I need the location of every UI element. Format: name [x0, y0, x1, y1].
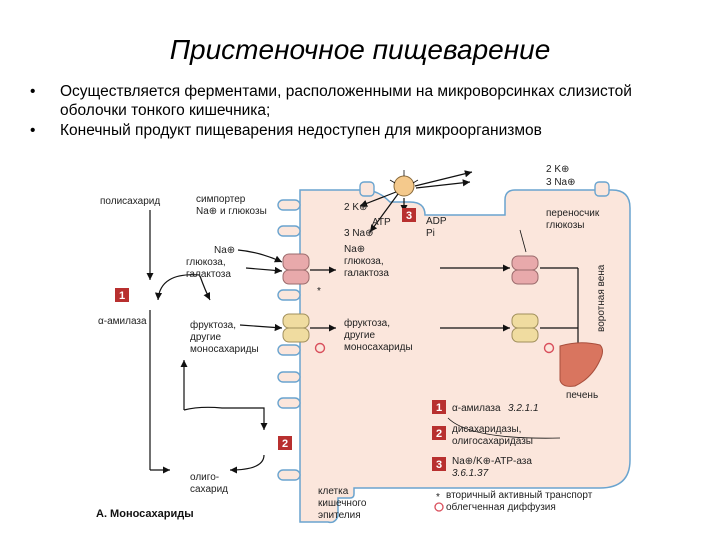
legend: 1 α-амилаза 3.2.1.1 2 дисахаридазы, олиг…: [432, 400, 593, 513]
label-symporter: симпортер: [196, 194, 246, 205]
epithelial-cell: [299, 189, 631, 524]
bullet-marker: •: [30, 83, 36, 100]
label-galactose-mid: галактоза: [344, 268, 389, 279]
bullet-marker: •: [30, 122, 36, 139]
label-na-out: 3 Na⊕: [546, 177, 576, 188]
glucose-symporter: [282, 253, 310, 285]
glucose-carrier-basolateral: [511, 255, 539, 285]
label-k-out: 2 K⊕: [546, 164, 569, 175]
microvilli: [277, 199, 301, 481]
bullet-text: Осуществляется ферментами, расположенным…: [60, 83, 632, 119]
label-alpha-amylase: α-амилаза: [98, 316, 147, 327]
bullet-item: • Конечный продукт пищеварения недоступе…: [30, 121, 690, 140]
label-secondary-star: *: [317, 286, 321, 297]
label-fructose-mid: фруктоза,: [344, 317, 390, 329]
label-liver: печень: [566, 390, 598, 401]
legend-badge: 3: [436, 459, 442, 471]
label-adp: ADP: [426, 216, 447, 227]
badge-disaccharidase: 2: [278, 436, 292, 450]
legend-circle-icon: [434, 502, 444, 512]
legend-badge: 1: [436, 402, 442, 414]
label-symporter-na-glucose: Na⊕ и глюкозы: [196, 206, 267, 217]
label-other-left: другие: [190, 332, 222, 343]
badge-number: 3: [406, 210, 412, 222]
legend-oligosaccharidases: олигосахаридазы: [452, 436, 533, 447]
label-monosaccharides-mid: моносахариды: [344, 342, 413, 353]
legend-disaccharidases: дисахаридазы,: [452, 424, 521, 435]
label-glucose-left: глюкоза,: [186, 257, 226, 268]
label-saccharide: сахарид: [190, 484, 228, 495]
label-portal-vein: воротная вена: [596, 264, 607, 332]
label-pi: Pi: [426, 228, 435, 239]
label-monosaccharides-left: моносахариды: [190, 344, 259, 355]
label-cell: клетка: [318, 486, 349, 497]
label-oligo: олиго-: [190, 472, 219, 483]
label-atp: ATP: [372, 217, 391, 228]
facilitated-diffusion-marks: [314, 342, 555, 354]
label-glucose-mid: глюкоза,: [344, 256, 384, 267]
legend-amylase: α-амилаза: [452, 403, 501, 414]
legend-secondary-transport: вторичный активный транспорт: [446, 490, 593, 501]
legend-facilitated-diffusion: облегченная диффузия: [446, 501, 556, 513]
label-fructose-left: фруктоза,: [190, 319, 236, 331]
caption-monosaccharides: А. Моносахариды: [96, 508, 194, 520]
slide-title: Пристеночное пищеварение: [169, 34, 551, 65]
badge-atpase: 3: [402, 208, 416, 222]
label-epithelium: эпителия: [318, 510, 361, 521]
label-k-in: 2 K⊕: [344, 202, 367, 213]
label-na-mid: Na⊕: [344, 244, 365, 255]
legend-badge: 2: [436, 428, 442, 440]
legend-star: *: [436, 492, 440, 503]
label-other-mid: другие: [344, 330, 376, 341]
bullet-item: • Осуществляется ферментами, расположенн…: [30, 82, 690, 120]
junction-stubs: [359, 181, 610, 197]
legend-amylase-ec: 3.2.1.1: [508, 403, 539, 414]
legend-atpase: Na⊕/K⊕-ATP-аза: [452, 456, 532, 467]
label-galactose-left: галактоза: [186, 269, 231, 280]
legend-atpase-ec: 3.6.1.37: [452, 468, 489, 479]
fructose-transporter-apical: [282, 313, 310, 343]
badge-amylase: 1: [115, 288, 129, 302]
badge-number: 2: [282, 438, 288, 450]
label-glucose-carrier: глюкозы: [546, 220, 584, 231]
label-polysaccharide: полисахарид: [100, 196, 160, 207]
fructose-carrier-basolateral: [511, 313, 539, 343]
label-carrier: переносчик: [546, 208, 600, 219]
liver-shape: [559, 342, 603, 387]
pathway-arrows: [146, 170, 582, 474]
badge-number: 1: [119, 290, 125, 302]
label-intestinal: кишечного: [318, 498, 367, 509]
bullet-text: Конечный продукт пищеварения недоступен …: [60, 122, 542, 139]
bullet-list: • Осуществляется ферментами, расположенн…: [30, 82, 690, 141]
na-k-atpase-pump: [389, 170, 419, 197]
label-na-in: 3 Na⊕: [344, 228, 374, 239]
label-na-left: Na⊕: [214, 245, 235, 256]
